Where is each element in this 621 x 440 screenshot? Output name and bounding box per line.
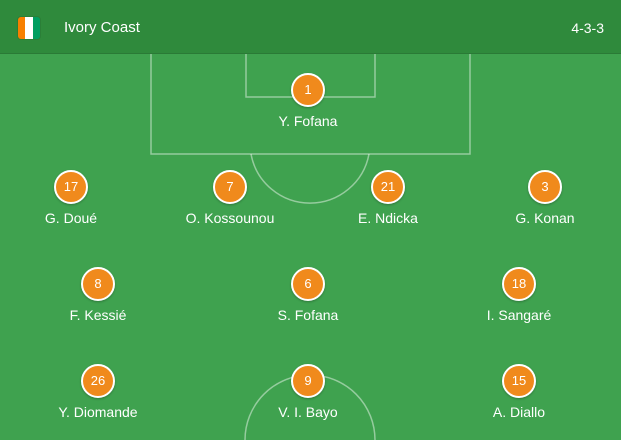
player-number-badge[interactable]: 7	[213, 170, 247, 204]
player-defender[interactable]: 3 G. Konan	[470, 170, 620, 230]
flag-stripe-green	[32, 17, 40, 39]
flag-stripe-orange	[18, 17, 26, 39]
player-number-badge[interactable]: 8	[81, 267, 115, 301]
player-number-badge[interactable]: 15	[502, 364, 536, 398]
player-name: F. Kessié	[69, 307, 127, 323]
player-midfielder[interactable]: 8 F. Kessié	[23, 267, 173, 327]
player-forward[interactable]: 15 A. Diallo	[444, 364, 594, 424]
player-midfielder[interactable]: 18 I. Sangaré	[444, 267, 594, 327]
player-number-badge[interactable]: 26	[81, 364, 115, 398]
player-forward[interactable]: 9 V. I. Bayo	[233, 364, 383, 424]
player-defender[interactable]: 21 E. Ndicka	[313, 170, 463, 230]
player-number-badge[interactable]: 1	[291, 73, 325, 107]
player-name: G. Doué	[44, 210, 98, 226]
penalty-arc	[250, 153, 370, 204]
team-header: Ivory Coast 4-3-3	[0, 0, 621, 54]
player-name: I. Sangaré	[486, 307, 552, 323]
player-number-badge[interactable]: 18	[502, 267, 536, 301]
player-defender[interactable]: 17 G. Doué	[0, 170, 146, 230]
player-number-badge[interactable]: 21	[371, 170, 405, 204]
player-name: E. Ndicka	[358, 210, 418, 226]
player-name: A. Diallo	[492, 404, 546, 420]
player-name: Y. Diomande	[58, 404, 138, 420]
player-name: G. Konan	[515, 210, 575, 226]
team-name: Ivory Coast	[64, 19, 140, 36]
player-name: S. Fofana	[277, 307, 339, 323]
player-number-badge[interactable]: 3	[528, 170, 562, 204]
player-goalkeeper[interactable]: 1 Y. Fofana	[233, 73, 383, 133]
ivory-coast-flag-icon	[18, 17, 40, 39]
flag-stripe-white	[25, 17, 33, 39]
player-forward[interactable]: 26 Y. Diomande	[23, 364, 173, 424]
formation-label: 4-3-3	[571, 20, 604, 36]
player-number-badge[interactable]: 6	[291, 267, 325, 301]
player-defender[interactable]: 7 O. Kossounou	[155, 170, 305, 230]
player-name: Y. Fofana	[278, 113, 338, 129]
player-number-badge[interactable]: 17	[54, 170, 88, 204]
penalty-box	[150, 54, 471, 155]
player-name: V. I. Bayo	[278, 404, 338, 420]
player-number-badge[interactable]: 9	[291, 364, 325, 398]
player-midfielder[interactable]: 6 S. Fofana	[233, 267, 383, 327]
player-name: O. Kossounou	[185, 210, 275, 226]
